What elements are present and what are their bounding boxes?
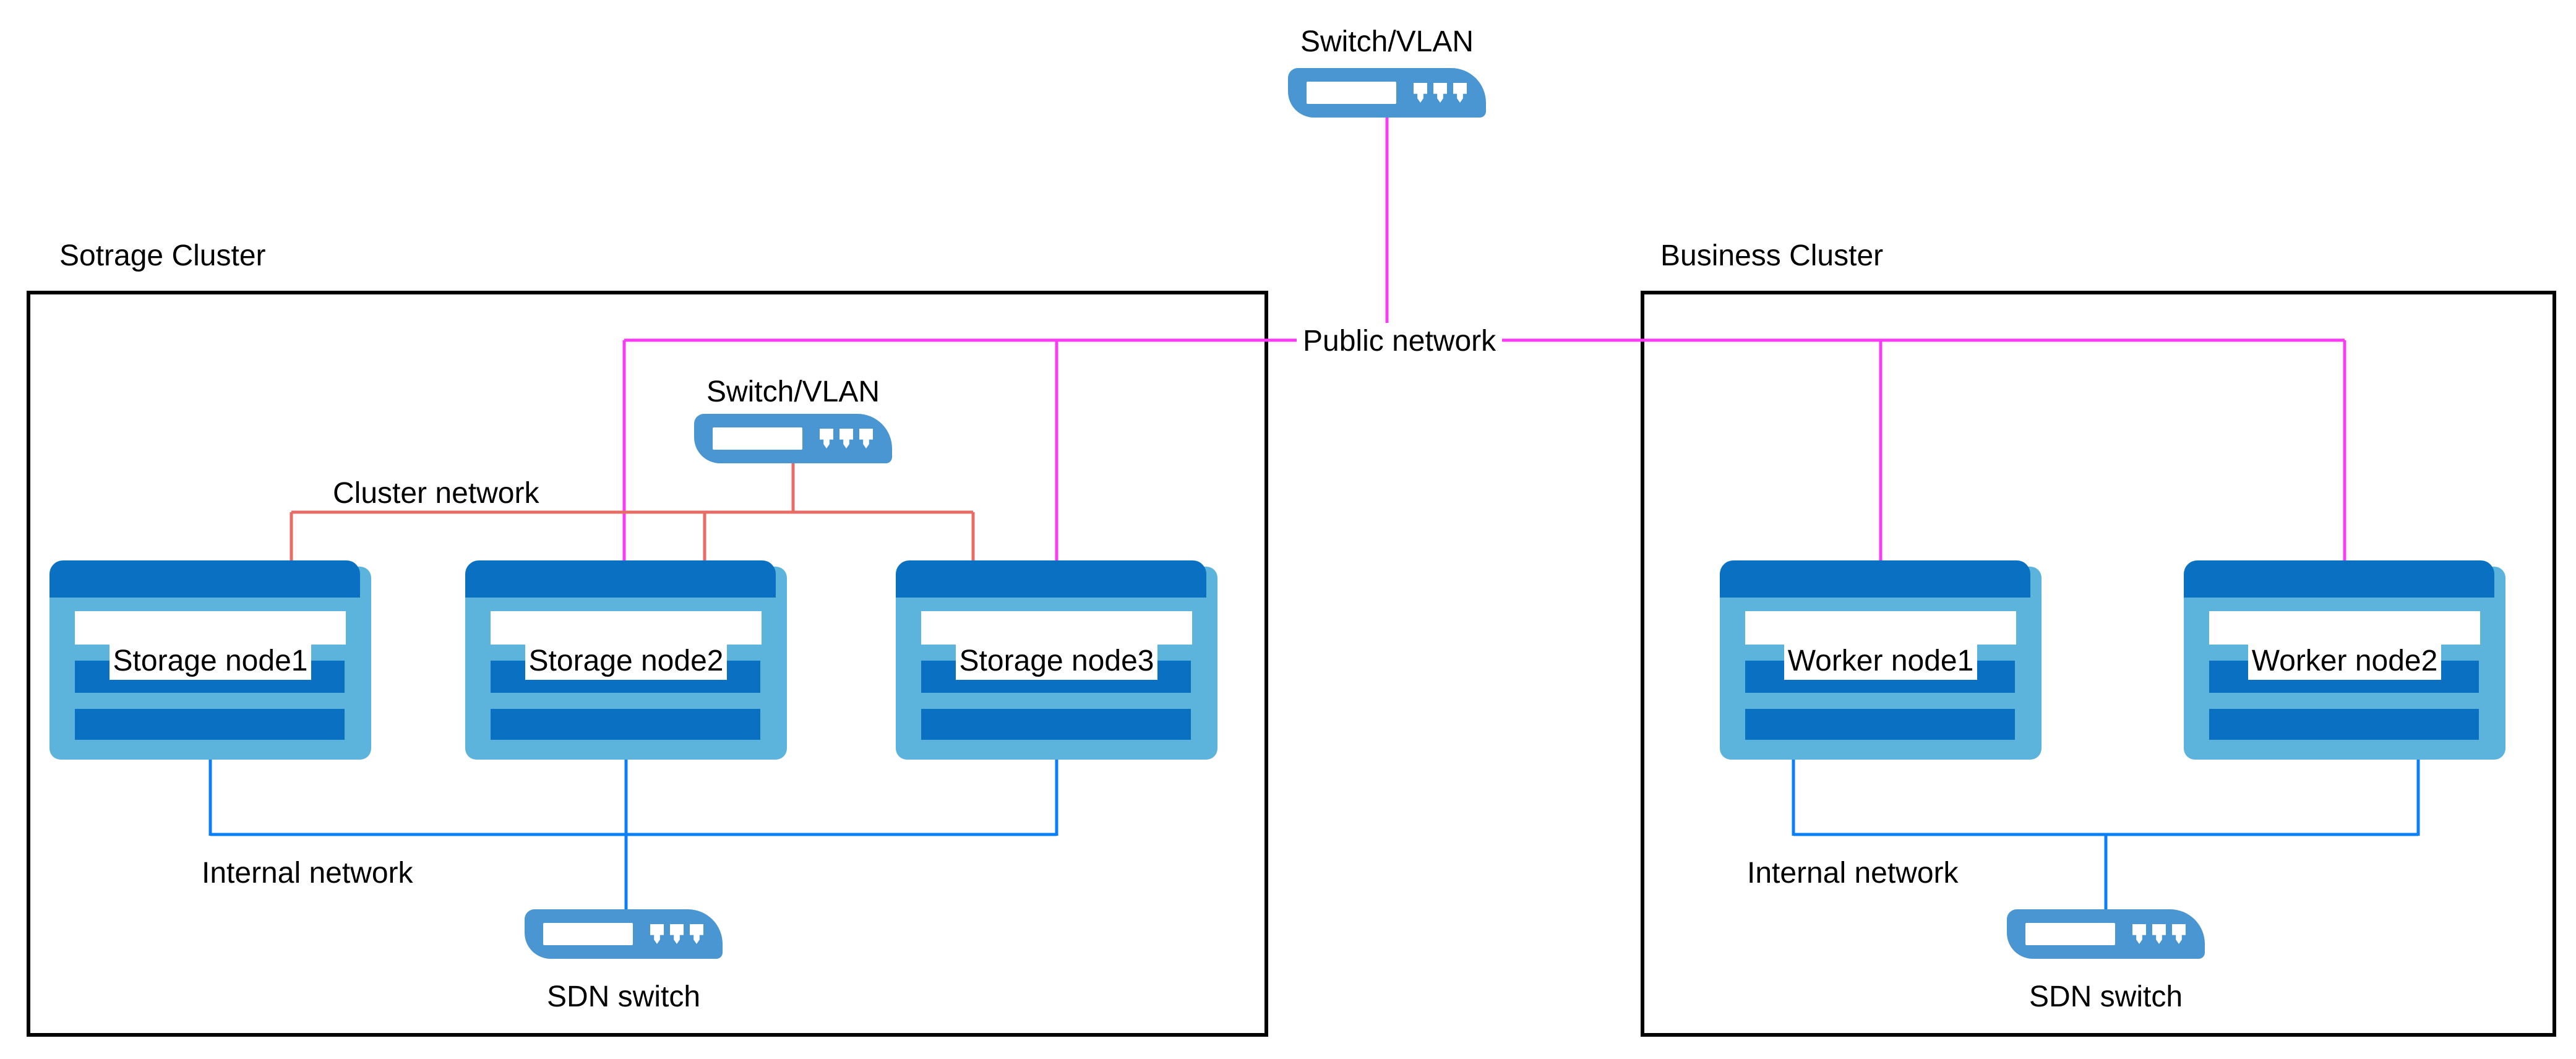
server-top-panel: [465, 560, 776, 598]
storage-cluster-box: [27, 291, 1268, 1037]
storage-node1: Storage node1: [49, 560, 371, 760]
switch-slot: [2025, 923, 2115, 945]
node-label: Worker node1: [1720, 642, 2041, 680]
server-slot: [491, 611, 762, 645]
switch-port-icon: [2172, 924, 2186, 944]
server-drive-bar: [1745, 709, 2015, 740]
server-slot: [2209, 611, 2480, 645]
switch-port-icon: [1414, 83, 1427, 103]
server-slot: [921, 611, 1192, 645]
top-switch-vlan-icon: [1288, 68, 1486, 118]
storage-node3: Storage node3: [896, 560, 1217, 760]
server-top-panel: [896, 560, 1206, 598]
server-drive-bar: [491, 709, 760, 740]
worker-node2: Worker node2: [2184, 560, 2505, 760]
worker-node1: Worker node1: [1720, 560, 2041, 760]
server-drive-bar: [2209, 709, 2479, 740]
switch-port-icon: [670, 924, 684, 944]
business-sdn-switch-icon: [2007, 909, 2205, 959]
switch-slot: [1307, 82, 1396, 104]
business-cluster-box: [1641, 291, 2556, 1037]
switch-port-icon: [839, 429, 853, 448]
storage-switch-label: Switch/VLAN: [706, 375, 880, 408]
server-top-panel: [2184, 560, 2494, 598]
switch-port-icon: [820, 429, 833, 448]
business-internal-network-label: Internal network: [1747, 857, 1959, 890]
storage-node2: Storage node2: [465, 560, 787, 760]
switch-port-icon: [690, 924, 703, 944]
storage-switch-vlan-icon: [694, 414, 892, 463]
public-network-label: Public network: [1297, 323, 1503, 360]
switch-port-icon: [2132, 924, 2146, 944]
business-cluster-title: Business Cluster: [1660, 239, 1884, 272]
server-top-panel: [1720, 560, 2030, 598]
storage-internal-network-label: Internal network: [202, 857, 413, 890]
top-switch-label: Switch/VLAN: [1300, 25, 1474, 58]
switch-port-icon: [1453, 83, 1467, 103]
node-label: Storage node1: [49, 642, 371, 680]
node-label: Storage node3: [896, 642, 1217, 680]
server-slot: [1745, 611, 2016, 645]
storage-sdn-switch-label: SDN switch: [546, 980, 701, 1013]
node-label: Worker node2: [2184, 642, 2505, 680]
server-top-panel: [49, 560, 360, 598]
switch-port-icon: [859, 429, 873, 448]
server-drive-bar: [921, 709, 1191, 740]
switch-port-icon: [1433, 83, 1447, 103]
switch-port-icon: [2152, 924, 2166, 944]
switch-slot: [713, 427, 802, 450]
server-drive-bar: [75, 709, 345, 740]
storage-sdn-switch-icon: [525, 909, 723, 959]
business-sdn-switch-label: SDN switch: [2029, 980, 2183, 1013]
cluster-network-label: Cluster network: [333, 477, 539, 510]
switch-port-icon: [650, 924, 664, 944]
server-slot: [75, 611, 346, 645]
node-label: Storage node2: [465, 642, 787, 680]
switch-slot: [543, 923, 633, 945]
storage-cluster-title: Sotrage Cluster: [59, 239, 266, 272]
